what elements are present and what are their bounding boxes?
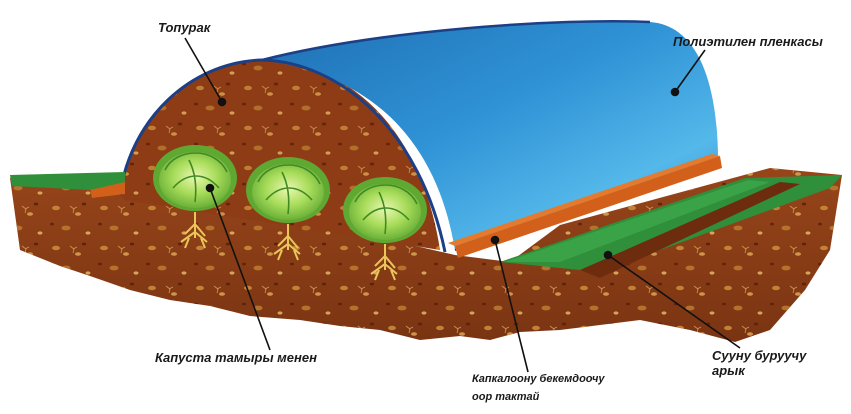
cabbage-icon (343, 177, 427, 243)
board-label: Капкалоону бекемдоочу оор тактай (472, 370, 605, 406)
cabbage-icon (153, 145, 237, 211)
ditch-label: Сууну буруучу арык (712, 348, 806, 378)
cabbage-icon (246, 157, 330, 223)
cabbage-label: Капуста тамыры менен (155, 350, 317, 365)
soil-label: Топурак (158, 20, 210, 35)
board-label-line1: Капкалоону бекемдоочу (472, 370, 605, 388)
ditch-label-line1: Сууну буруучу (712, 348, 806, 363)
ditch-label-line2: арык (712, 363, 806, 378)
board-label-line2: оор тактай (472, 388, 605, 406)
film-label: Полиэтилен пленкасы (673, 34, 823, 49)
